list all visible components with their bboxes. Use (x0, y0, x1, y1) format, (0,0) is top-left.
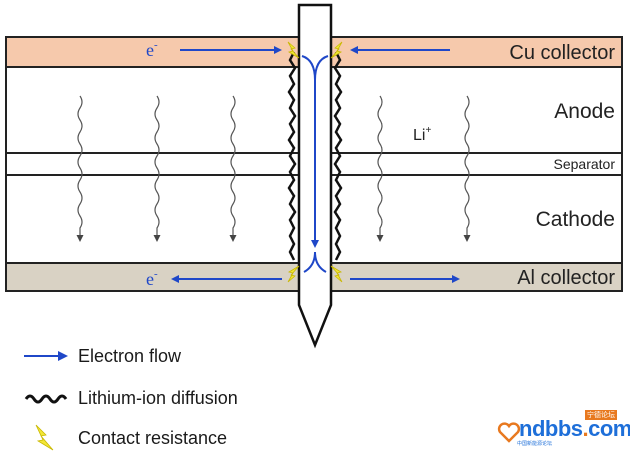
al-collector-label: Al collector (517, 267, 615, 289)
li-diffusion-arrow (463, 95, 471, 242)
lightning-icon (330, 41, 343, 59)
lightning-icon (330, 265, 343, 283)
electron-arrow-nail-split (303, 251, 327, 273)
li-diffusion-arrow (76, 95, 84, 242)
heart-logo-icon (497, 422, 521, 443)
electron-flow-arrows (171, 46, 460, 283)
lightning-icon (287, 265, 300, 283)
site-watermark: ndbbs.com 宁德论坛 中国新能源论坛 (497, 410, 630, 450)
legend-contact-resistance: Contact resistance (22, 423, 227, 453)
legend-label: Lithium-ion diffusion (78, 387, 238, 408)
watermark-text: ndbbs.com (519, 416, 630, 441)
lightning-icon (35, 424, 54, 451)
cu-collector-label: Cu collector (509, 42, 615, 64)
li-diffusion-arrows (76, 95, 471, 242)
wavy-line-icon (24, 394, 68, 404)
separator-label: Separator (554, 156, 616, 172)
contact-resistance-sparks (287, 41, 343, 283)
legend-label: Electron flow (78, 345, 182, 366)
legend-electron-flow: Electron flow (22, 341, 181, 371)
watermark-badge: 宁德论坛 (585, 410, 617, 420)
li-diffusion-arrow (376, 95, 384, 242)
anode-label: Anode (554, 100, 615, 123)
lightning-icon (287, 41, 300, 59)
watermark-subtitle: 中国新能源论坛 (517, 441, 553, 447)
legend-label: Contact resistance (78, 427, 228, 448)
cathode-label: Cathode (536, 208, 615, 231)
electron-label-bottom: e- (146, 268, 158, 289)
li-diffusion-arrow (153, 95, 161, 242)
nail-diffusion-right (333, 51, 343, 261)
electron-label-top: e- (146, 39, 158, 60)
legend-lithium-diffusion: Lithium-ion diffusion (22, 383, 238, 413)
arrow-icon (24, 351, 68, 361)
nail-diffusion-left (287, 51, 297, 261)
li-diffusion-arrow (229, 95, 237, 242)
li-ion-label: Li+ (413, 125, 431, 144)
